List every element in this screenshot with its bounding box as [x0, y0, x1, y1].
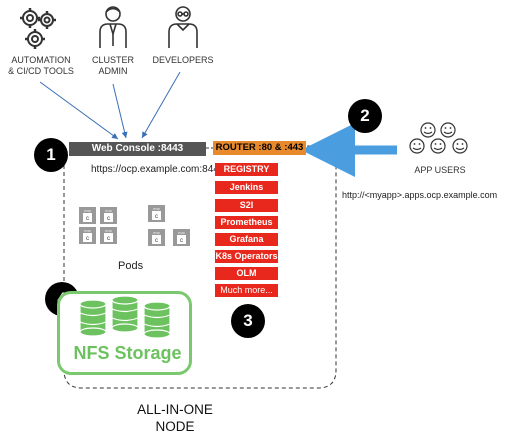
router-bar: ROUTER :80 & :443 [213, 141, 306, 155]
router-url: http://<myapp>.apps.ocp.example.com [342, 190, 498, 200]
service-jenkins: Jenkins [215, 181, 278, 194]
pods-label: Pods [118, 260, 144, 272]
svg-text:POD: POD [105, 229, 112, 233]
developer-person-icon [168, 6, 198, 48]
badge-3: 3 [231, 304, 265, 338]
service-grafana: Grafana [215, 233, 278, 246]
service-registry: REGISTRY [215, 163, 278, 176]
svg-text:POD: POD [105, 209, 112, 213]
badge-1: 1 [34, 138, 68, 172]
developers-label: DEVELOPERS [152, 55, 214, 65]
svg-text:c: c [107, 216, 110, 222]
nfs-storage-label: NFS Storage [73, 343, 182, 363]
service-much-more: Much more... [215, 284, 278, 297]
service-prometheus: Prometheus [215, 216, 278, 229]
cluster-admin-label: CLUSTER ADMIN [91, 55, 134, 76]
svg-text:c: c [180, 238, 183, 244]
arrow-automation [39, 81, 119, 140]
node-boundary [63, 145, 337, 389]
service-olm: OLM [215, 267, 278, 280]
badge-2: 2 [348, 99, 382, 133]
pods-icon: POD c POD c POD c POD c POD c [79, 205, 190, 246]
app-users-icon [409, 122, 468, 154]
svg-text:c: c [155, 214, 158, 220]
automation-label: AUTOMATION & CI/CD TOOLS [8, 55, 74, 76]
admin-person-icon [99, 6, 127, 48]
web-console-bar: Web Console :8443 [69, 142, 206, 156]
svg-text:POD: POD [84, 209, 91, 213]
service-k8s-operators: K8s Operators [215, 250, 278, 263]
arrow-developers [141, 71, 181, 139]
svg-text:POD: POD [178, 231, 185, 235]
svg-text:POD: POD [84, 229, 91, 233]
console-url: https://ocp.example.com:8443 [91, 164, 225, 175]
service-s2i: S2I [215, 199, 278, 212]
svg-text:c: c [155, 238, 158, 244]
svg-text:c: c [107, 236, 110, 242]
arrow-admin [112, 83, 128, 139]
svg-text:c: c [86, 216, 89, 222]
svg-text:POD: POD [153, 231, 160, 235]
svg-text:POD: POD [153, 207, 160, 211]
database-icon [79, 296, 171, 339]
node-title: ALL-IN-ONE NODE [137, 402, 213, 434]
svg-text:c: c [86, 236, 89, 242]
gears-icon [20, 8, 56, 49]
app-users-label: APP USERS [414, 165, 466, 175]
